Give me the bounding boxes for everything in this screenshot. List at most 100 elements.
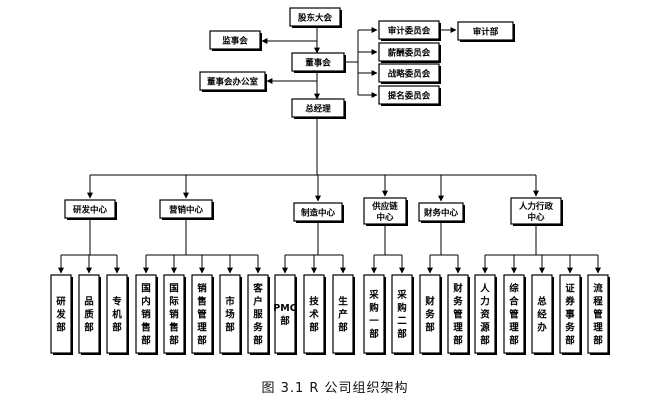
node-committee-0: 审计委员会 — [378, 20, 441, 41]
dept-char: 服 — [253, 310, 263, 321]
dept-char: 市 — [225, 296, 235, 308]
dept-char: 购 — [397, 302, 407, 314]
dept-char: 务 — [565, 322, 575, 334]
dept-char: 部 — [338, 322, 348, 334]
dept-char: 部 — [112, 322, 122, 334]
dept-char: 办 — [537, 322, 547, 334]
dept-char: 力 — [480, 296, 490, 308]
node-label: 战略委员会 — [388, 69, 431, 80]
node-committee-2: 战略委员会 — [378, 63, 441, 84]
node-board: 董事会 — [291, 52, 346, 73]
node-center-2: 制造中心 — [293, 202, 344, 223]
node-center-0: 研发中心 — [64, 199, 117, 220]
dept-char: 源 — [480, 322, 490, 334]
dept-char: 管 — [593, 309, 603, 321]
node-label: 监事会 — [222, 36, 248, 47]
dept-char: 生 — [338, 296, 348, 308]
dept-char: 部 — [309, 322, 319, 334]
dept-char: 采 — [396, 289, 407, 301]
dept-char: 部 — [253, 335, 263, 347]
node-label: 人力行政 — [519, 201, 554, 212]
dept-char: 部 — [56, 322, 66, 334]
dept-char: 技 — [309, 296, 319, 308]
dept-char: 一 — [369, 316, 379, 327]
dept-char: 部 — [280, 315, 290, 327]
dept-char: 销 — [141, 309, 151, 321]
dept-char: 管 — [453, 309, 463, 321]
dept-char: 理 — [509, 323, 519, 334]
dept-char: 户 — [252, 296, 263, 308]
dept-char: 部 — [593, 335, 603, 347]
node-dept-2-1: 技术部 — [303, 274, 326, 355]
node-label: 总经理 — [305, 104, 331, 115]
dept-char: 销 — [197, 283, 207, 295]
node-label: 制造中心 — [301, 208, 336, 219]
dept-char: 机 — [112, 309, 122, 321]
node-committee-1: 薪酬委员会 — [378, 42, 441, 63]
node-dept-0-0: 研发部 — [50, 274, 73, 355]
dept-char: 专 — [112, 296, 122, 308]
dept-char: 部 — [453, 335, 463, 347]
node-audit-dept: 审计部 — [457, 21, 515, 42]
node-label: 董事会办公室 — [207, 77, 259, 88]
dept-char: 部 — [480, 335, 490, 347]
node-label: 审计部 — [473, 27, 499, 38]
node-label: 董事会 — [305, 58, 331, 69]
node-supervisory: 监事会 — [209, 30, 262, 51]
dept-char: 部 — [425, 322, 435, 334]
dept-char: 国 — [169, 284, 179, 295]
node-label: 审计委员会 — [388, 26, 431, 37]
node-label: 股东大会 — [298, 13, 333, 24]
dept-char: 部 — [169, 335, 179, 347]
dept-char: 客 — [252, 283, 263, 295]
dept-char: 综 — [509, 283, 519, 295]
node-label: 财务中心 — [423, 208, 459, 219]
dept-char: 场 — [225, 309, 235, 321]
dept-char: 人 — [480, 283, 490, 295]
dept-char: 部 — [369, 328, 379, 340]
dept-char: 发 — [55, 309, 66, 321]
dept-char: 理 — [453, 323, 463, 334]
dept-char: 际 — [169, 297, 179, 308]
dept-char: 总 — [537, 296, 547, 308]
dept-char: 购 — [369, 302, 379, 314]
dept-char: 证 — [565, 284, 575, 295]
dept-char: 资 — [480, 309, 490, 321]
node-label: 研发中心 — [73, 205, 108, 216]
dept-char: 部 — [397, 328, 407, 340]
dept-char: 合 — [509, 296, 519, 308]
dept-char: 部 — [565, 335, 575, 347]
dept-char: 理 — [593, 323, 603, 334]
dept-char: 研 — [56, 297, 66, 308]
dept-char: 销 — [169, 309, 179, 321]
dept-char: 券 — [564, 296, 575, 308]
dept-char: 部 — [225, 322, 235, 334]
dept-char: 管 — [509, 309, 519, 321]
dept-char: 售 — [141, 322, 151, 334]
dept-char: 部 — [141, 335, 151, 347]
node-center-1: 营销中心 — [159, 199, 214, 220]
dept-char: 国 — [141, 284, 151, 295]
node-board-office: 董事会办公室 — [199, 71, 267, 92]
node-label: 供应链 — [371, 201, 398, 212]
dept-char: 术 — [308, 309, 319, 321]
node-dept-1-3: 市场部 — [219, 274, 242, 355]
dept-char: 内 — [141, 296, 151, 308]
dept-char: PMC — [273, 303, 296, 314]
node-label: 提名委员会 — [388, 91, 431, 102]
dept-char: 售 — [197, 296, 207, 308]
node-dept-5-2: 总经办 — [531, 274, 554, 355]
